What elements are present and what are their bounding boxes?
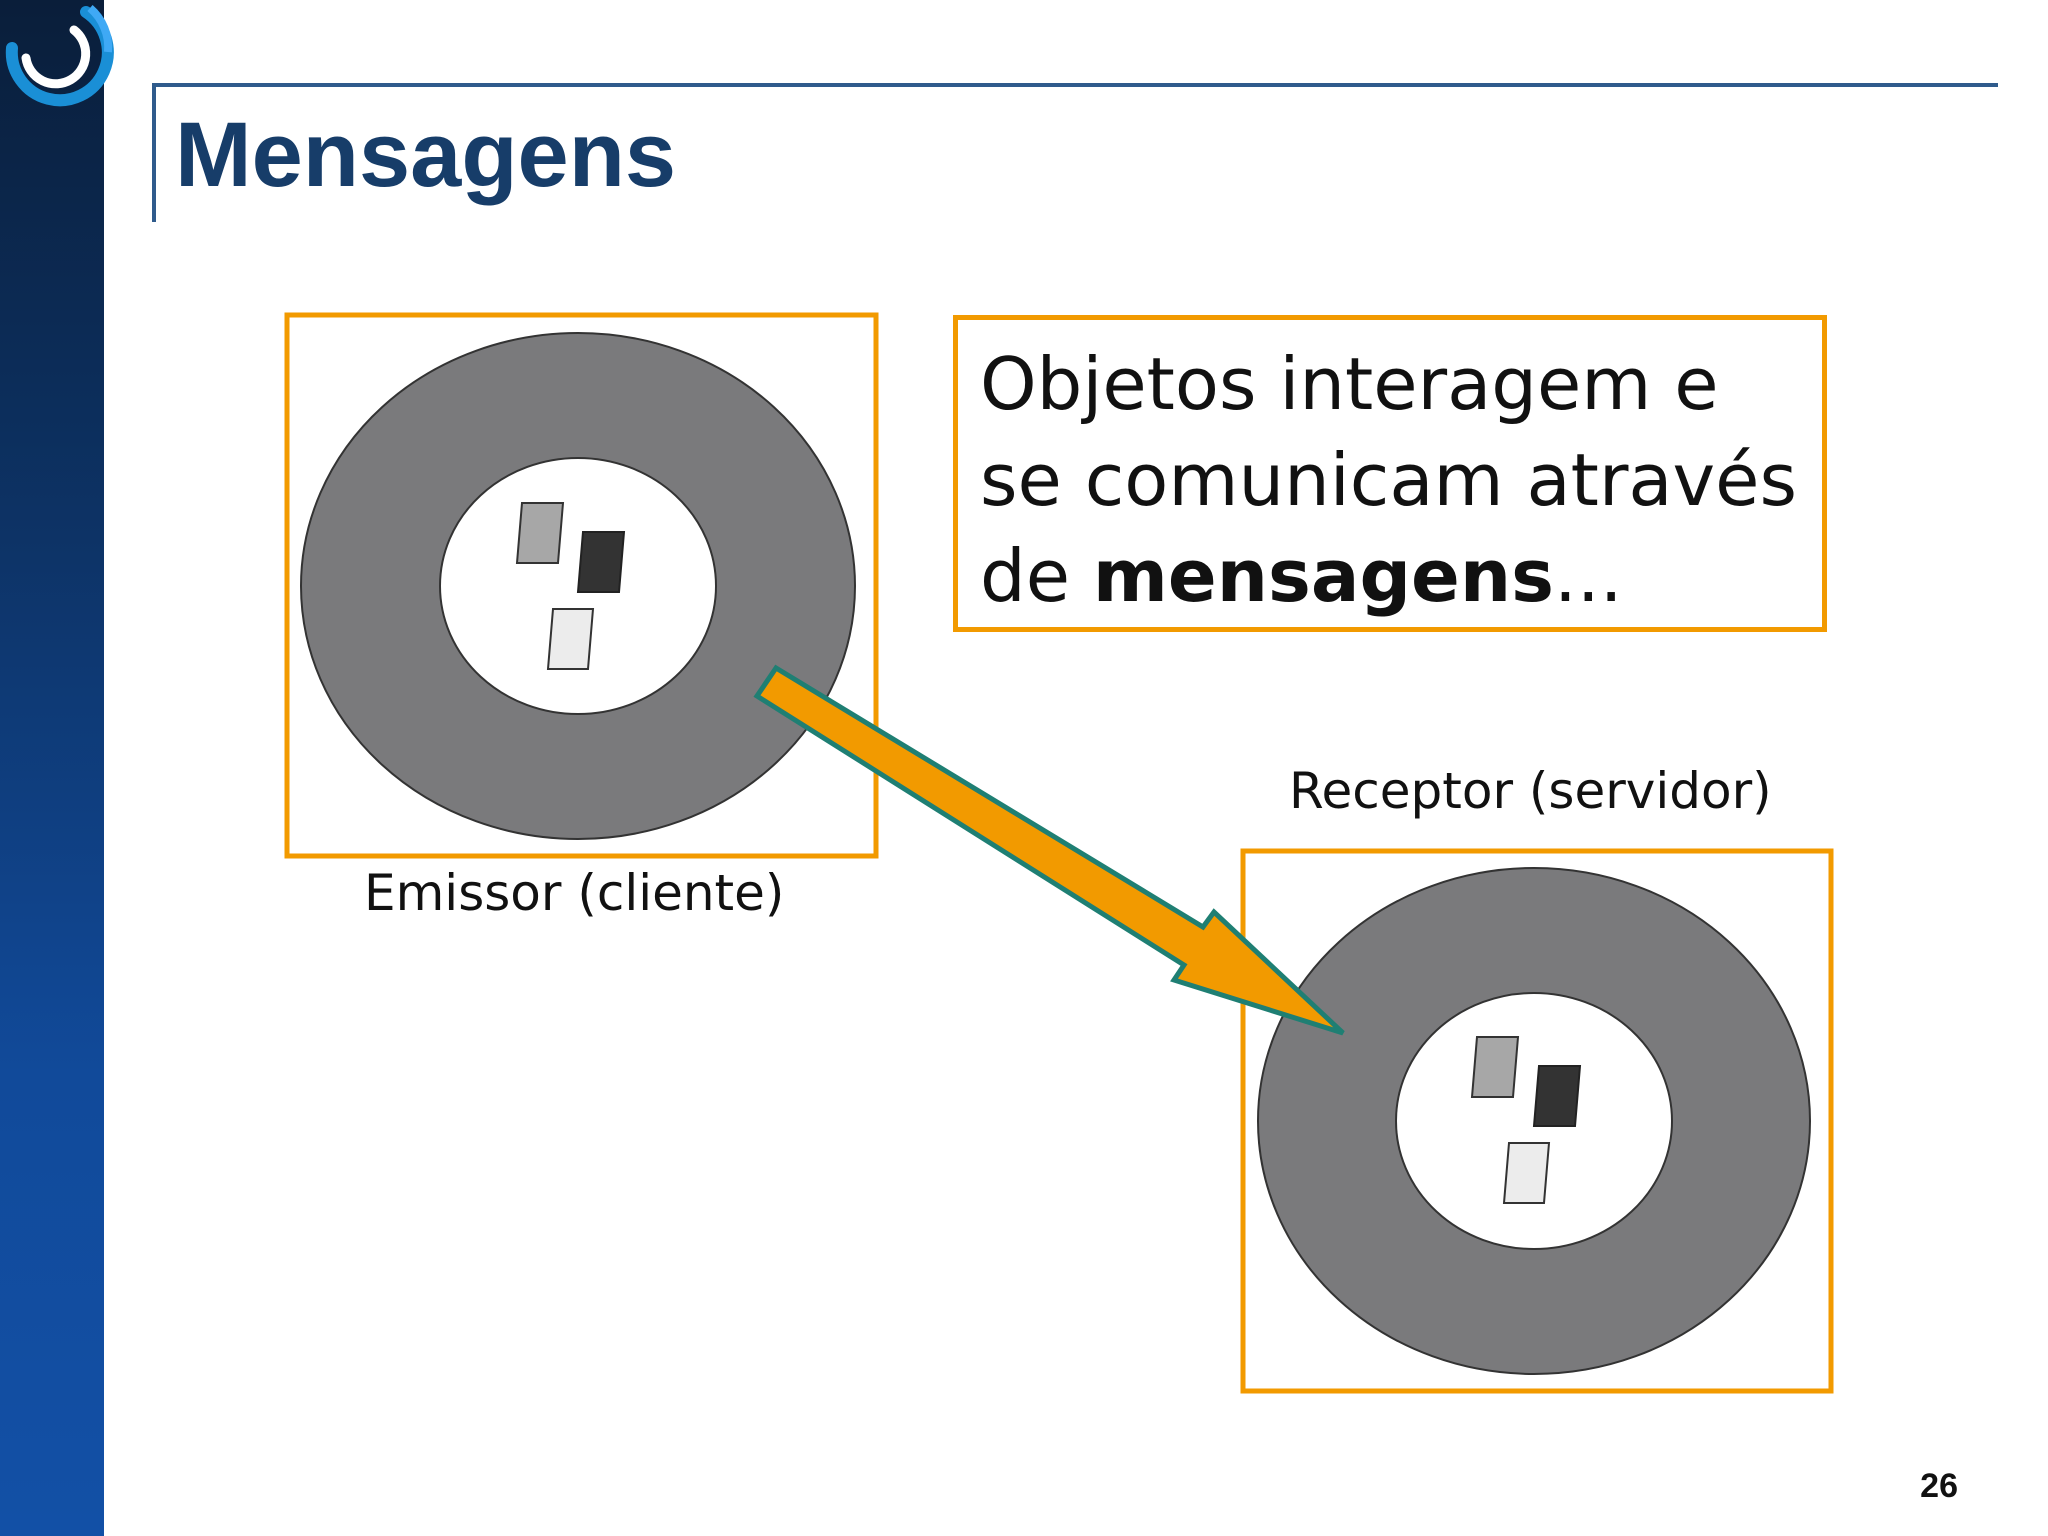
- slide-title: Mensagens: [175, 104, 677, 206]
- receiver-label: Receptor (servidor): [1289, 762, 1772, 820]
- title-rule-vertical: [152, 83, 156, 222]
- logo-icon: [5, 4, 114, 107]
- title-rule-horizontal: [152, 83, 1998, 87]
- emitter-core-icon: [515, 502, 626, 670]
- emitter-label: Emissor (cliente): [364, 864, 785, 922]
- receiver-object: [1240, 848, 1834, 1394]
- callout-text: Objetos interagem e se comunicam através…: [980, 342, 1797, 618]
- callout-ellipsis: ...: [1553, 534, 1623, 618]
- message-arrow-icon: [753, 664, 1345, 1036]
- sidebar-band: [0, 0, 104, 1536]
- page-number: 26: [1920, 1467, 1958, 1505]
- emitter-object: [284, 312, 879, 859]
- receiver-core-icon: [1470, 1036, 1582, 1204]
- callout-keyword: mensagens: [1092, 534, 1554, 618]
- statement-callout: Objetos interagem e se comunicam através…: [953, 315, 1827, 632]
